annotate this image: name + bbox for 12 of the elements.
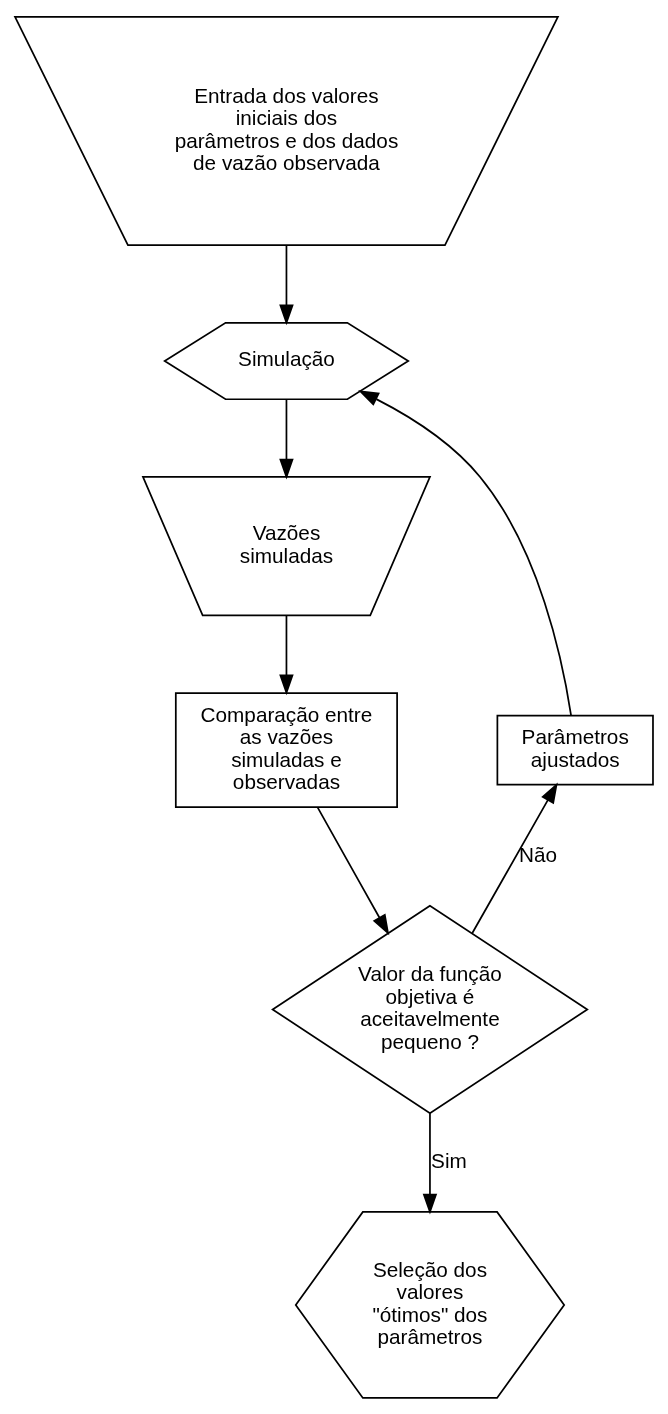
arrow bbox=[358, 389, 572, 716]
arrow bbox=[316, 806, 390, 935]
edge-label: Sim bbox=[431, 1148, 467, 1172]
arrow bbox=[279, 398, 294, 479]
arrow bbox=[279, 614, 294, 695]
edge-label: Não bbox=[518, 842, 558, 866]
node-box: Parâmetros ajustados bbox=[496, 714, 654, 786]
arrow bbox=[279, 244, 294, 325]
node-box: Comparação entre as vazões simuladas e observadas bbox=[174, 691, 398, 808]
arrow bbox=[471, 782, 558, 934]
node-diamond: Valor da função objetiva é aceitavelmente pequeno ? bbox=[271, 904, 589, 1114]
arrow bbox=[422, 1111, 438, 1214]
